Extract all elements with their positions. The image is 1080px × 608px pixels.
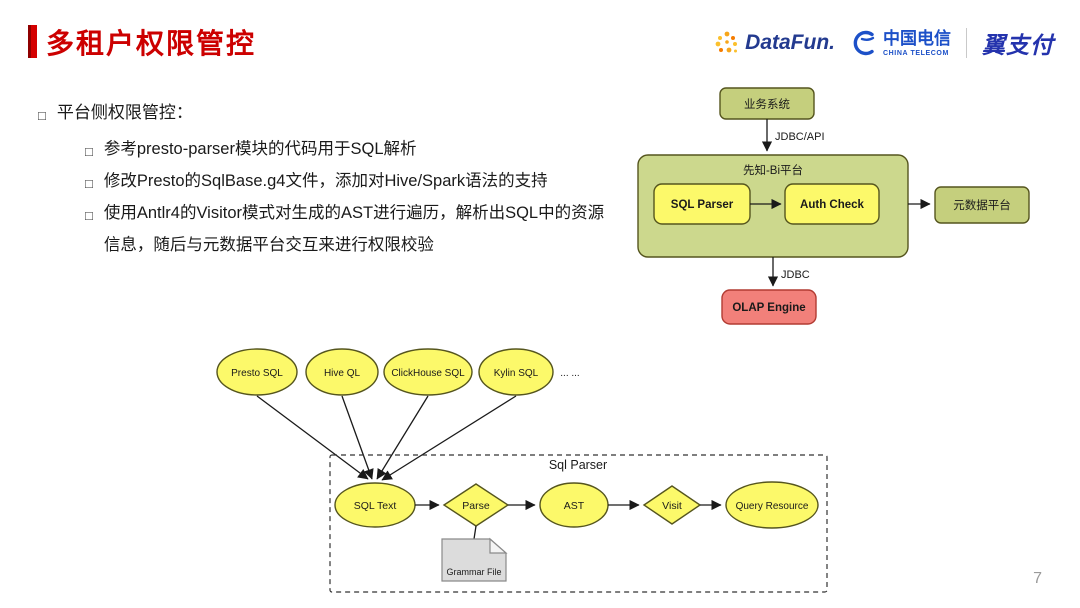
sub-bullet-group: □ 参考presto-parser模块的代码用于SQL解析 □ 修改Presto… — [85, 133, 623, 261]
metadata-platform-box — [934, 186, 1030, 224]
list-item-heading: □ 平台侧权限管控： — [38, 100, 623, 126]
china-telecom-en: CHINA TELECOM — [883, 49, 949, 57]
ellipsis-label: ... ... — [560, 368, 579, 379]
metadata-platform-label: 元数据平台 — [953, 198, 1011, 212]
bestpay-wordmark: 翼支付 — [982, 32, 1054, 58]
connector-arrow — [341, 395, 374, 480]
datafun-logo: DataFun. — [714, 30, 835, 56]
list-item: □ 修改Presto的SqlBase.g4文件，添加对Hive/Spark语法的… — [85, 165, 623, 197]
bullet-text: 参考presto-parser模块的代码用于SQL解析 — [103, 140, 417, 158]
hive-ql-node — [305, 348, 379, 396]
presto-sql-label: Presto SQL — [231, 368, 283, 379]
square-bullet-icon: □ — [38, 108, 46, 123]
sql-text-label: SQL Text — [354, 500, 397, 512]
square-bullet-icon: □ — [85, 144, 93, 159]
sql-parser-dashed-container — [329, 454, 828, 593]
list-item: □ 参考presto-parser模块的代码用于SQL解析 — [85, 133, 623, 165]
square-bullet-icon: □ — [85, 176, 93, 191]
auth-check-label: Auth Check — [800, 199, 865, 211]
title-accent-bar — [28, 25, 37, 58]
query-resource-label: Query Resource — [736, 501, 809, 512]
square-bullet-icon: □ — [85, 208, 93, 223]
china-telecom-icon — [853, 30, 875, 56]
bullet-text: 使用Antlr4的Visitor模式对生成的AST进行遍历，解析出SQL中的资源… — [103, 204, 605, 254]
sql-parser-container-label: Sql Parser — [549, 458, 607, 472]
parse-label: Parse — [462, 500, 490, 512]
logo-divider — [966, 28, 967, 58]
grammar-file-icon-fold — [489, 537, 508, 554]
hive-ql-label: Hive QL — [324, 368, 361, 379]
connector-line — [473, 525, 477, 540]
list-item: □ 使用Antlr4的Visitor模式对生成的AST进行遍历，解析出SQL中的… — [85, 197, 623, 261]
bullet-heading-text: 平台侧权限管控： — [56, 103, 193, 122]
logo-bar: DataFun. 中国电信 CHINA TELECOM 翼支付 — [714, 26, 1054, 60]
clickhouse-sql-label: ClickHouse SQL — [391, 368, 465, 379]
sql-parser-flow-diagram: Presto SQL Hive QL ClickHouse SQL Kylin … — [216, 348, 828, 593]
datafun-icon — [715, 31, 738, 53]
connector-arrow — [381, 395, 517, 481]
jdbc-label: JDBC — [781, 269, 810, 281]
page-number: 7 — [1033, 570, 1042, 587]
presto-sql-node — [216, 348, 298, 396]
kylin-sql-label: Kylin SQL — [494, 368, 539, 379]
query-resource-node — [725, 481, 819, 529]
visit-label: Visit — [662, 500, 682, 512]
auth-check-box — [784, 183, 880, 225]
olap-engine-box — [721, 289, 817, 325]
grammar-file-label: Grammar File — [446, 567, 501, 577]
bi-platform-label: 先知-Bi平台 — [743, 163, 803, 177]
china-telecom-cn: 中国电信 — [883, 28, 951, 48]
connector-arrow — [256, 395, 369, 480]
kylin-sql-node — [478, 348, 554, 396]
business-system-label: 业务系统 — [744, 97, 790, 111]
bullet-text: 修改Presto的SqlBase.g4文件，添加对Hive/Spark语法的支持 — [103, 172, 548, 190]
ast-label: AST — [564, 500, 585, 512]
datafun-wordmark: DataFun. — [745, 31, 835, 54]
olap-engine-label: OLAP Engine — [732, 302, 805, 314]
page-title: 多租户权限管控 — [46, 28, 257, 59]
bullet-list: □ 平台侧权限管控： □ 参考presto-parser模块的代码用于SQL解析… — [38, 100, 623, 261]
connector-arrow — [376, 395, 429, 480]
china-telecom-logo: 中国电信 CHINA TELECOM — [850, 29, 951, 57]
china-telecom-wordmark: 中国电信 CHINA TELECOM — [883, 30, 951, 57]
architecture-diagram: 业务系统 JDBC/API 先知-Bi平台 SQL Parser Auth Ch… — [637, 87, 1030, 325]
jdbc-api-label: JDBC/API — [775, 131, 825, 143]
clickhouse-sql-node — [383, 348, 473, 396]
sql-parser-label: SQL Parser — [671, 199, 734, 211]
